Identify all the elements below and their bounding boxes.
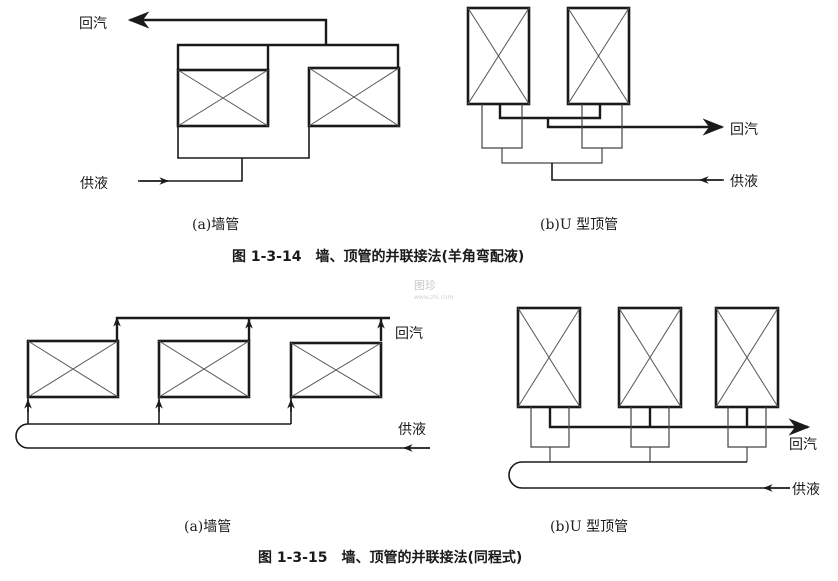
fig14b-return-gas-pipe: [498, 104, 725, 136]
fig14-caption: 图 1-3-14 墙、顶管的并联接法(羊角弯配液): [232, 248, 524, 265]
watermark: 图珍: [414, 279, 436, 292]
fig15a-supply-liquid-label: 供液: [398, 422, 426, 438]
fig14b-supply-branch: [501, 148, 603, 164]
fig15b-return-gas-label: 回汽: [789, 437, 817, 453]
fig14a-supply-liquid-label: 供液: [80, 176, 108, 192]
fig15b-supply-loop: [508, 461, 790, 489]
fig14b-u-top-pipe-diagram: 回汽 供液 (b)U 型顶管: [466, 6, 758, 233]
fig15b-u-top-pipe-diagram: 回汽 供液 (b)U 型顶管: [508, 306, 820, 535]
fig14a-return-header-left: [176, 43, 268, 70]
fig15-caption: 图 1-3-15 墙、顶管的并联接法(同程式): [258, 549, 522, 566]
fig14a-return-gas-pipe: [127, 11, 328, 45]
fig15a-wall-pipe-diagram: 回汽 供液 (a)墙管: [15, 316, 430, 535]
fig14b-left-ushape: [481, 104, 523, 149]
fig15a-return-header: [115, 316, 390, 341]
fig15b-return-gas-pipe: [548, 407, 811, 436]
fig14b-return-gas-label: 回汽: [730, 122, 758, 138]
fig15b-subcaption: (b)U 型顶管: [550, 519, 628, 535]
fig15a-supply-loop: [15, 423, 430, 449]
fig15a-subcaption: (a)墙管: [184, 519, 231, 535]
fig15b-supply-liquid-label: 供液: [792, 482, 820, 498]
fig14a-supply-loop: [177, 126, 310, 159]
fig14a-supply-pipe: [140, 158, 243, 182]
fig14a-subcaption: (a)墙管: [192, 217, 239, 233]
fig15a-return-gas-label: 回汽: [395, 326, 423, 342]
fig14a-return-gas-label: 回汽: [79, 16, 107, 32]
fig14a-wall-pipe-diagram: 回汽 供液 (a)墙管: [79, 11, 401, 233]
watermark-url: www.zhi.com: [414, 294, 454, 301]
fig14b-supply-pipe: [551, 163, 722, 181]
fig14b-subcaption: (b)U 型顶管: [540, 217, 618, 233]
fig14b-supply-liquid-label: 供液: [730, 174, 758, 190]
